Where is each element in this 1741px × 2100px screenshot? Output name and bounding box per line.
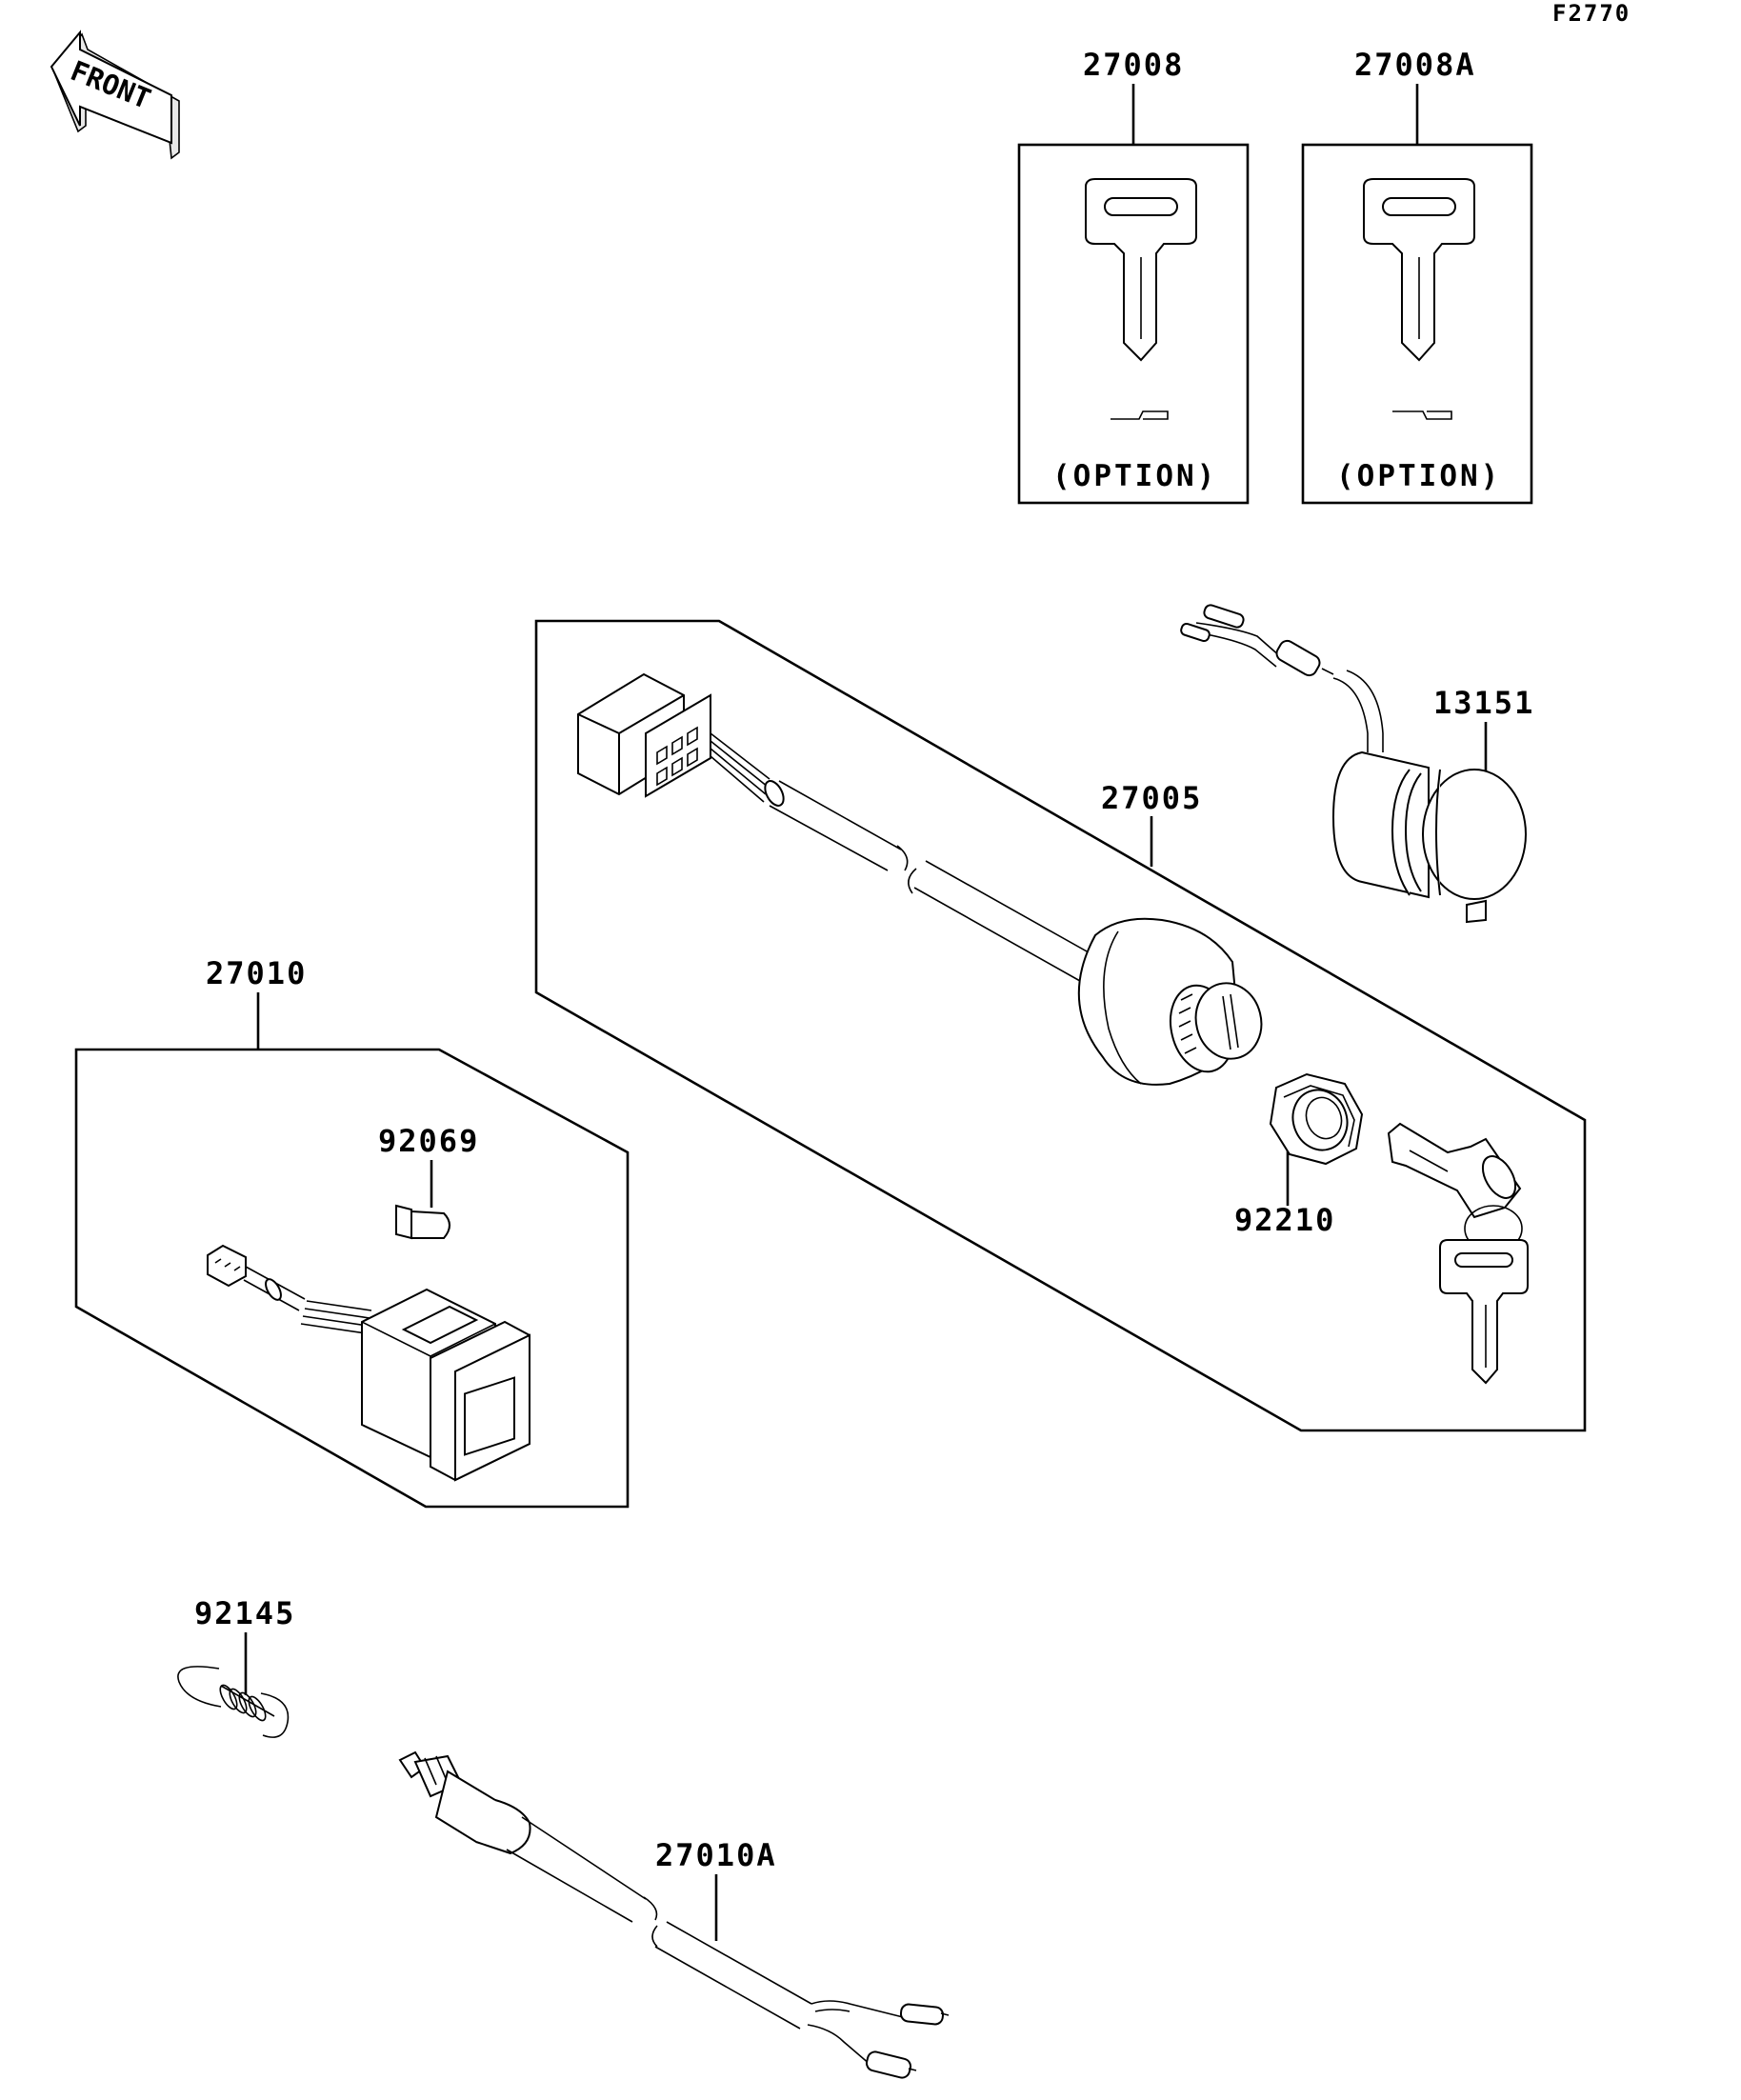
switch-cable [764, 780, 1096, 982]
part-label-92145: 92145 [194, 1595, 295, 1631]
key-cut-icon [1392, 410, 1452, 420]
option-label-27008a: (OPTION) [1336, 459, 1501, 493]
key-ring-keys-icon [1387, 1122, 1529, 1385]
part-label-13151: 13151 [1433, 685, 1534, 721]
part-27008-group: 27008 (OPTION) [1017, 47, 1250, 505]
part-label-27010a: 27010A [655, 1837, 777, 1873]
part-27010a-group: 27010A [398, 1750, 950, 2079]
lock-wire-leads [1180, 604, 1384, 752]
bulb-icon [395, 1204, 450, 1240]
part-27010-group: 27010 92069 [74, 955, 630, 1509]
key-icon [1085, 178, 1197, 362]
brake-switch-icon [398, 1750, 950, 2079]
part-13151-group: 13151 [1180, 604, 1534, 924]
lock-cylinder-body [1331, 750, 1527, 924]
assembly-box-27010 [74, 1048, 630, 1509]
option-box-27008 [1017, 143, 1250, 505]
part-27008a-group: 27008A (OPTION) [1301, 47, 1533, 505]
switch-wires [710, 732, 770, 803]
option-box-27008a [1301, 143, 1533, 505]
part-label-27008: 27008 [1083, 47, 1184, 83]
part-label-27005: 27005 [1101, 780, 1202, 816]
front-arrow-icon: FRONT [50, 30, 180, 160]
part-92145-group: 92145 [177, 1595, 295, 1738]
ignition-switch-body [1077, 917, 1263, 1086]
hex-nut-icon [1269, 1072, 1364, 1166]
assembly-box-27005 [534, 619, 1587, 1432]
connector-plug [577, 672, 711, 798]
diagram-code: F2770 [1552, 0, 1631, 27]
part-label-92069: 92069 [378, 1123, 479, 1159]
spring-icon [177, 1666, 290, 1738]
option-label-27008: (OPTION) [1052, 459, 1217, 493]
key-cut-icon [1111, 410, 1169, 420]
key-icon [1363, 178, 1475, 362]
part-label-92210: 92210 [1234, 1202, 1335, 1238]
push-switch-icon [207, 1244, 530, 1482]
part-27005-group: 27005 [534, 619, 1587, 1432]
part-label-27010: 27010 [206, 955, 307, 991]
part-92210-group: 92210 [1234, 1072, 1364, 1238]
part-label-27008a: 27008A [1354, 47, 1476, 83]
